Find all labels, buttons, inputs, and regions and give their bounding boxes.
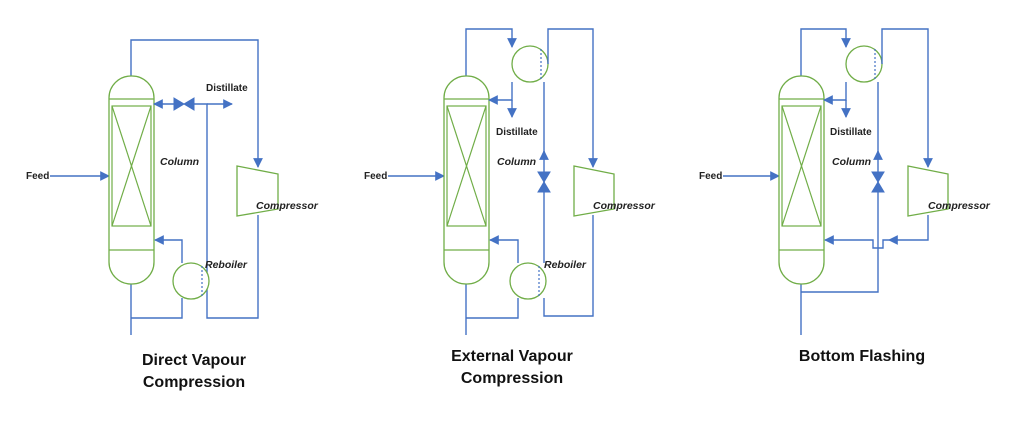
overhead-vapour-line xyxy=(800,28,851,85)
compressor-label: Compressor xyxy=(928,200,991,212)
distillate-label: Distillate xyxy=(830,127,872,138)
reboiler-feed-line xyxy=(131,298,183,319)
valve-outlet-line xyxy=(194,103,259,319)
reboiler xyxy=(172,262,210,300)
distillation-column xyxy=(108,75,155,285)
compressor-return-line xyxy=(888,215,929,245)
caption-line: Direct Vapour xyxy=(141,352,247,369)
reboiler-feed-line xyxy=(466,298,519,319)
panel-external-vapour-compression: Feed Column Distillate Compressor xyxy=(364,28,656,335)
condenser xyxy=(511,45,549,83)
feed-label: Feed xyxy=(699,171,722,182)
caption-line: Compression xyxy=(460,370,564,387)
compressor xyxy=(236,165,279,217)
throttle-valve xyxy=(173,97,185,111)
reboiler-return-line xyxy=(154,235,183,263)
column-label: Column xyxy=(160,156,199,168)
feed-label: Feed xyxy=(26,171,49,182)
caption-bottom-flashing: Bottom Flashing xyxy=(752,346,972,368)
compressor xyxy=(907,165,949,217)
compressor-discharge-line xyxy=(881,28,933,168)
distillation-column xyxy=(443,75,490,285)
column-label: Column xyxy=(497,156,536,168)
panel-direct-vapour-compression: Feed Column Distillate Compressor Reboil… xyxy=(26,39,319,335)
feed-label: Feed xyxy=(364,171,387,182)
condenser xyxy=(845,45,883,83)
compressor-discharge-line xyxy=(547,28,598,168)
compressor-label: Compressor xyxy=(593,200,656,212)
compressor xyxy=(573,165,615,217)
flash-vapour-line xyxy=(824,235,889,249)
caption-direct-vapour-compression: Direct Vapour Compression xyxy=(84,350,304,394)
distillation-column xyxy=(778,75,825,285)
distillate-label: Distillate xyxy=(496,127,538,138)
expansion-valve xyxy=(537,171,551,183)
reboiler-label: Reboiler xyxy=(544,259,587,271)
expansion-valve xyxy=(871,171,885,183)
panel-bottom-flashing: Feed Column Distillate Compressor xyxy=(699,28,991,335)
caption-line: Compression xyxy=(142,374,246,391)
caption-line: External Vapour xyxy=(451,348,573,365)
working-fluid-line xyxy=(543,215,594,317)
column-label: Column xyxy=(832,156,871,168)
reflux-line xyxy=(488,82,513,105)
overhead-vapour-line xyxy=(130,39,263,168)
reboiler-return-line xyxy=(489,235,519,263)
reflux-line xyxy=(823,82,847,105)
compressor-label: Compressor xyxy=(256,200,319,212)
caption-external-vapour-compression: External Vapour Compression xyxy=(402,346,622,390)
reboiler-label: Reboiler xyxy=(205,259,248,271)
overhead-vapour-line xyxy=(465,28,517,85)
distillate-label: Distillate xyxy=(206,83,248,94)
reboiler xyxy=(509,262,547,300)
caption-line: Bottom Flashing xyxy=(798,348,926,365)
